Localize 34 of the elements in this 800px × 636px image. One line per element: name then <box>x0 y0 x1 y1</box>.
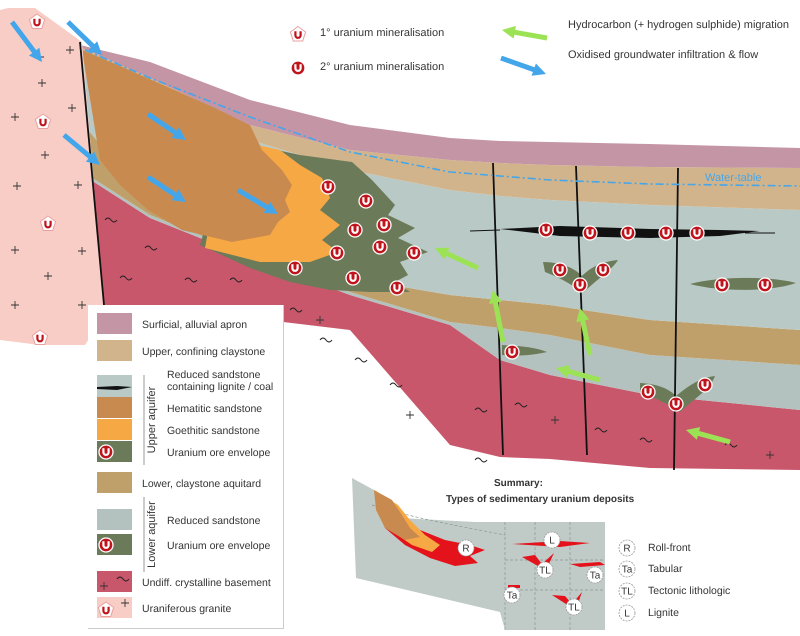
legend-text: Goethitic sandstone <box>167 425 260 437</box>
legend-text: Surficial, alluvial apron <box>142 319 248 331</box>
deposit-type-marker: R <box>618 540 636 556</box>
legend-text: Uraniferous granite <box>142 603 232 615</box>
legend-text: 1° uranium mineralisation <box>320 27 444 39</box>
deposit-type-marker: Ta <box>586 566 604 584</box>
aquifer-group-label: Lower aquifer <box>146 501 158 568</box>
summary-heading: Summary: <box>494 478 543 490</box>
deposit-type-marker: TL <box>618 582 636 600</box>
legend-text: Reduced sandstone <box>167 515 260 527</box>
legend-text: Upper, confining claystone <box>142 346 266 358</box>
legend-text: Oxidised groundwater infiltration & flow <box>568 49 758 61</box>
aquifer-group-label: Upper aquifer <box>146 386 158 454</box>
legend-text: 2° uranium mineralisation <box>320 61 444 73</box>
deposit-type-marker: Ta <box>618 560 636 578</box>
legend-text: Undiff. crystalline basement <box>142 577 271 589</box>
legend-text: Lignite <box>648 607 679 619</box>
deposit-type-marker: R <box>458 540 474 556</box>
water-table-label: Water-table <box>705 172 762 184</box>
legend-text: Hematitic sandstone <box>167 403 262 415</box>
legend-text: Uranium ore envelope <box>167 540 270 552</box>
deposit-type-marker: Ta <box>504 586 520 604</box>
deposit-type-marker: L <box>618 604 636 622</box>
summary-heading: Types of sedimentary uranium deposits <box>446 494 634 506</box>
deposit-type-marker: TL <box>566 598 582 616</box>
legend-text: Reduced sandstone containing lignite / coal <box>167 369 274 393</box>
legend-text: Roll-front <box>648 542 691 554</box>
legend-text: Tabular <box>648 563 682 575</box>
legend-text: Uranium ore envelope <box>167 447 270 459</box>
legend-text: Lower, claystone aquitard <box>142 478 262 490</box>
deposit-type-marker: TL <box>536 562 554 578</box>
legend-text: Hydrocarbon (+ hydrogen sulphide) migration <box>568 19 790 31</box>
legend-text: Tectonic lithologic <box>648 585 730 597</box>
deposit-type-marker: L <box>544 532 560 548</box>
